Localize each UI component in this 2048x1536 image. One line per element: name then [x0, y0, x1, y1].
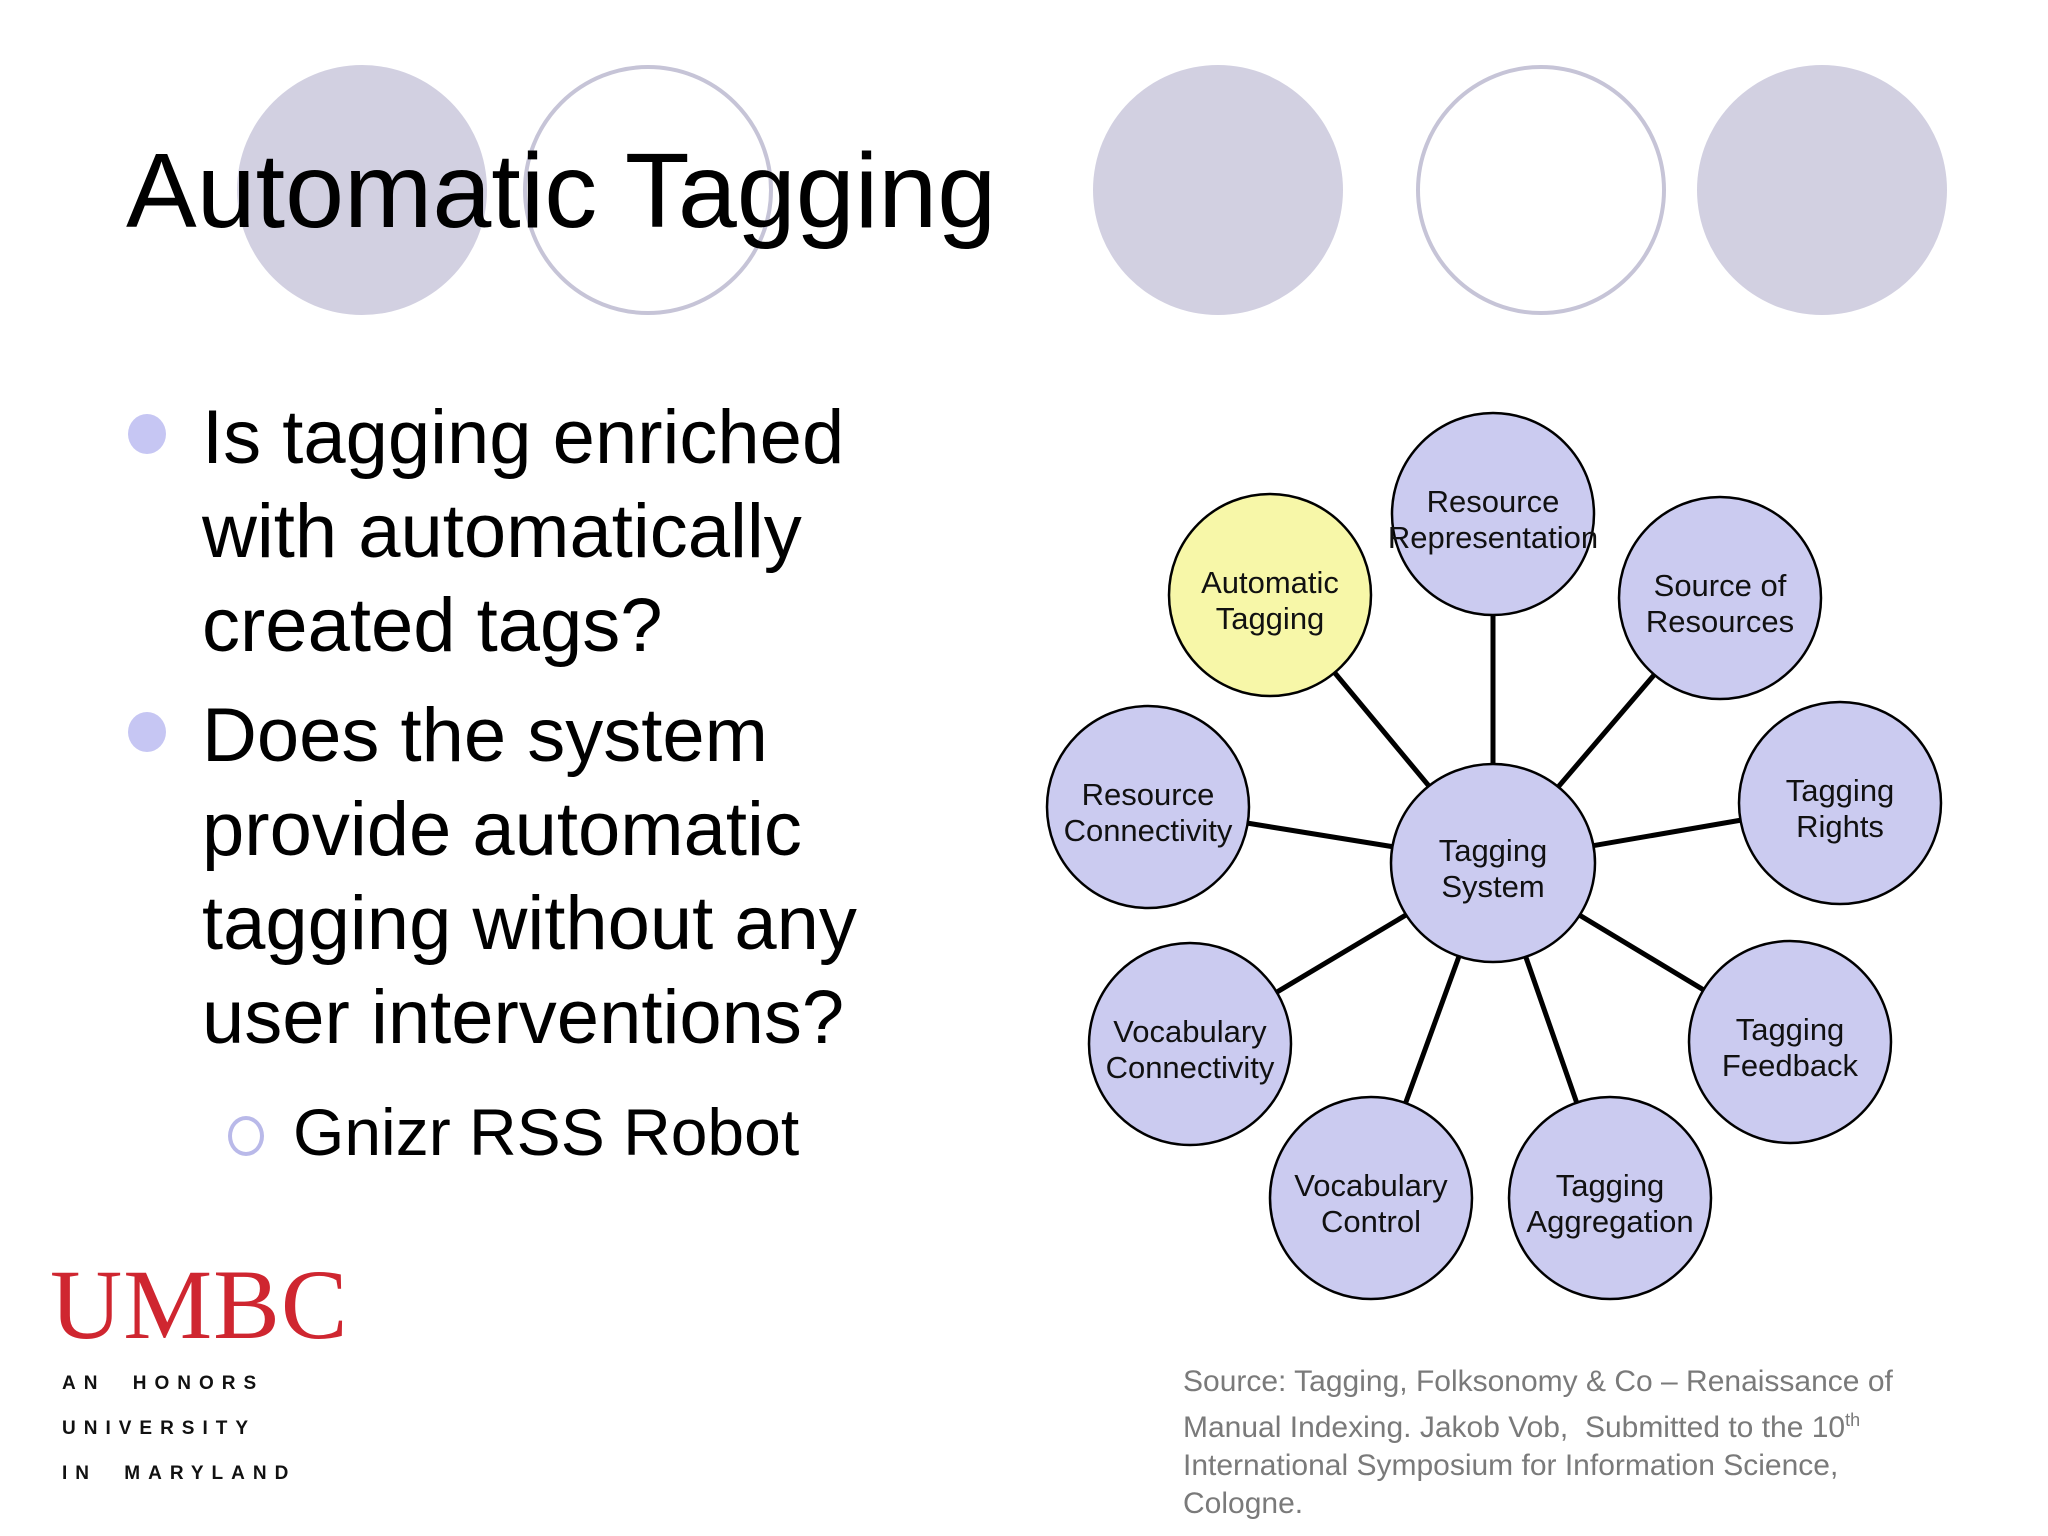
umbc-tagline-line: AN HONORS [62, 1373, 265, 1394]
umbc-tagline-line: UNIVERSITY [62, 1418, 257, 1439]
source-citation: Source: Tagging, Folksonomy & Co – Renai… [1183, 1363, 1943, 1523]
sub-bullet-ring-icon [228, 1116, 264, 1156]
umbc-tagline-line: IN MARYLAND [62, 1463, 297, 1484]
citation-superscript: th [1845, 1410, 1861, 1430]
bullet-line: tagging without any [202, 881, 857, 966]
decorative-circle-filled-2 [1093, 65, 1343, 315]
bullet-line: Is tagging enriched [202, 395, 845, 480]
bullet-line: with automatically [202, 489, 802, 574]
umbc-logo: UMBC [50, 1249, 349, 1360]
citation-line: International Symposium for Information … [1183, 1449, 1847, 1520]
slide-title: Automatic Tagging [126, 132, 997, 250]
bullet-line: created tags? [202, 583, 663, 668]
bullet-item-1: Is tagging enriched with automatically c… [202, 391, 844, 673]
decorative-circle-outlined-2 [1416, 65, 1666, 315]
bullet-line: provide automatic [202, 787, 802, 872]
sub-bullet-item: Gnizr RSS Robot [293, 1095, 800, 1169]
bullet-dot-icon [128, 712, 166, 752]
decorative-circle-filled-1 [237, 65, 487, 315]
bullet-line: user interventions? [202, 975, 845, 1060]
citation-line: Manual Indexing. Jakob Vob, Submitted to… [1183, 1410, 1861, 1444]
bullet-dot-icon [128, 414, 166, 454]
decorative-circle-filled-3 [1697, 65, 1947, 315]
decorative-circle-outlined-1 [523, 65, 773, 315]
umbc-logo-tagline: AN HONORS UNIVERSITY IN MARYLAND [62, 1361, 296, 1496]
citation-line: Source: Tagging, Folksonomy & Co – Renai… [1183, 1365, 1893, 1398]
bullet-item-2: Does the system provide automatic taggin… [202, 689, 857, 1065]
bullet-line: Does the system [202, 693, 768, 778]
